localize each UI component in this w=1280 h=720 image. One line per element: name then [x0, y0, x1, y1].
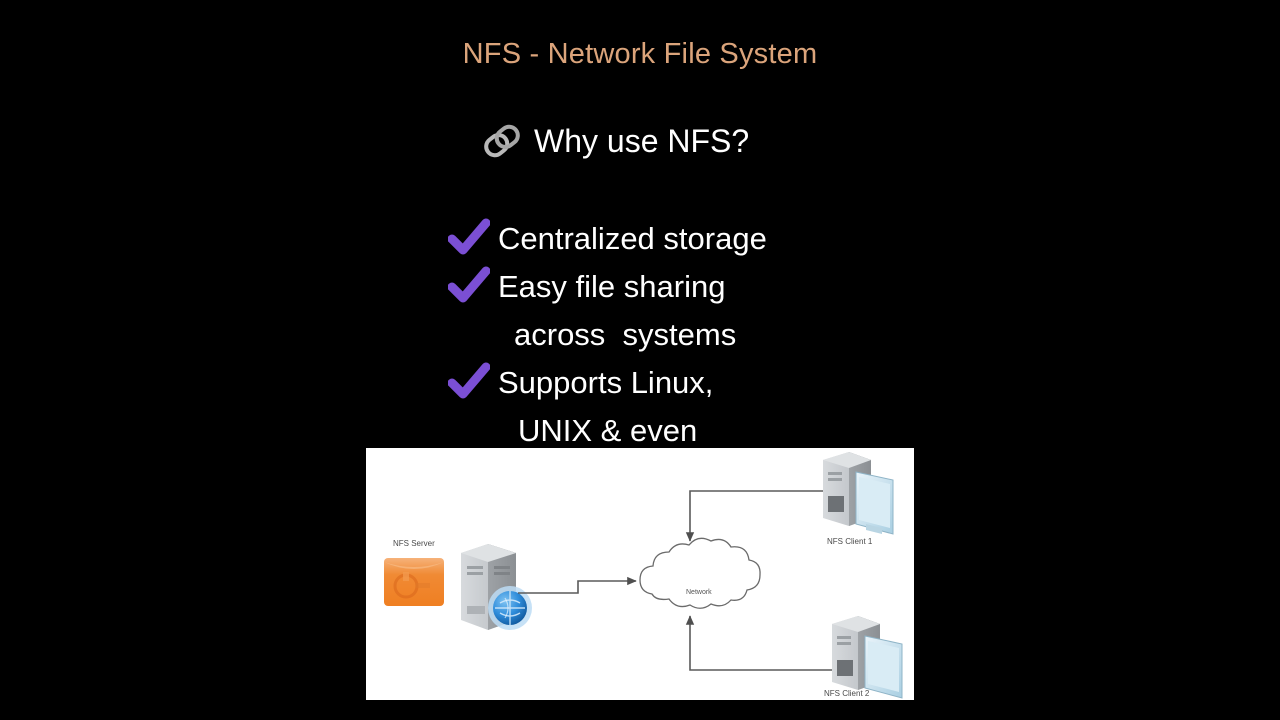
diagram-client1-label: NFS Client 1 — [827, 537, 873, 546]
diagram-cloud-label: Network — [686, 589, 712, 596]
diagram-server-label: NFS Server — [393, 539, 435, 548]
list-item: Easy file sharing — [440, 262, 960, 310]
client1-icon — [823, 452, 894, 535]
check-mark-icon — [440, 218, 498, 258]
list-item-label: Easy file sharing — [498, 268, 726, 304]
link-icon — [479, 118, 525, 164]
section-heading-label: Why use NFS? — [534, 123, 750, 159]
arrow-client2-to-network — [685, 615, 832, 671]
check-mark-icon — [440, 266, 498, 306]
check-mark-icon — [440, 362, 498, 402]
page-title: NFS - Network File System — [462, 38, 818, 70]
nfs-architecture-diagram: NFS Server — [366, 448, 914, 700]
list-item: Centralized storage — [440, 214, 960, 262]
network-cloud-icon: Network — [639, 537, 761, 609]
benefits-list: Centralized storage Easy file sharing ac… — [440, 214, 960, 454]
list-item-continuation: across systems — [440, 310, 960, 358]
list-item-label: Centralized storage — [498, 220, 767, 256]
client2-icon — [832, 616, 903, 699]
arrow-client1-to-network — [685, 490, 823, 542]
list-item-label: Supports Linux, — [498, 364, 714, 400]
globe-badge-icon — [488, 586, 532, 630]
list-item: Supports Linux, — [440, 358, 960, 406]
shared-disk-icon — [384, 558, 444, 606]
list-item-label: across systems — [514, 316, 737, 352]
section-heading: Why use NFS? — [479, 118, 749, 164]
list-item-continuation: UNIX & even — [440, 406, 960, 454]
diagram-client2-label: NFS Client 2 — [824, 689, 870, 698]
arrow-server-to-network — [518, 576, 637, 594]
list-item-label: UNIX & even — [518, 412, 698, 448]
